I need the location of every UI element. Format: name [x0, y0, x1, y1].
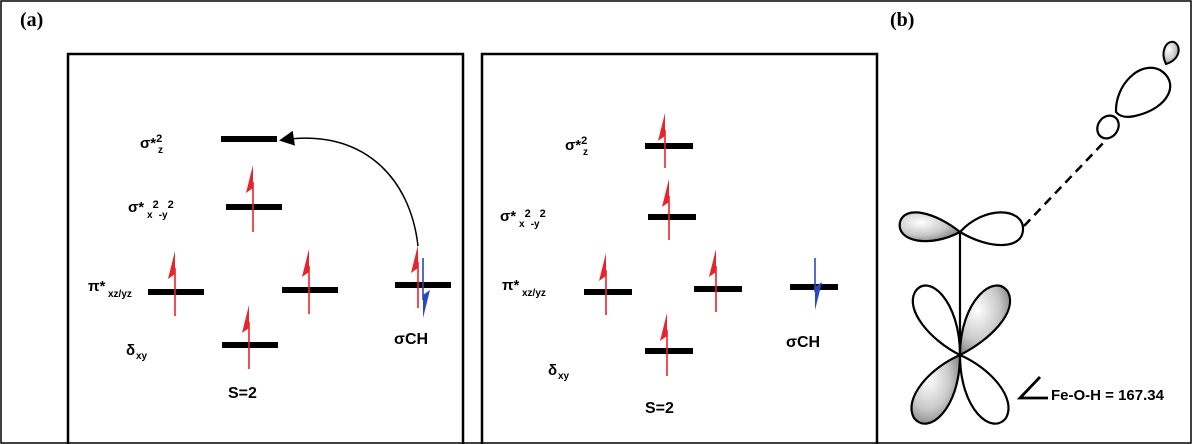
level-sigma-x2y2 — [226, 204, 282, 210]
spin-state-label: S=2 — [645, 400, 674, 417]
spin-up-electron — [302, 249, 310, 314]
level-delta-xy — [222, 342, 278, 348]
label-sigma-x2y2: σ* — [128, 199, 144, 216]
label-sigma-z2: σ*2 — [140, 133, 162, 152]
sigma-ch-orbital-lobe — [1114, 66, 1172, 119]
angle-label: Fe-O-H = 167.34 — [1051, 387, 1165, 404]
level-delta-xy — [645, 348, 693, 354]
d-orbital-lobe — [910, 353, 962, 425]
label-sigma-x2y2-sub: x2-y2 — [147, 199, 174, 221]
label-delta-xy-sub: xy — [558, 371, 570, 382]
label-pi-xz-yz: π* — [502, 277, 519, 294]
label-sigma-x2y2-sub: x2-y2 — [519, 208, 546, 230]
d-orbital-lobe — [911, 284, 962, 357]
spin-up-electron — [709, 249, 717, 312]
electron-transfer-arrow — [279, 130, 419, 247]
level-pi-2 — [282, 287, 338, 293]
label-delta-xy-sub: xy — [136, 351, 148, 362]
label-delta-xy: δ — [548, 362, 557, 379]
label-pi-xz-yz-sub: xz/yz — [108, 289, 132, 300]
left-energy-diagram: σ*2 z σ* x2-y2 π* xz/yz δ xy σCH S=2 — [66, 52, 465, 444]
label-pi-xz-yz-sub: xz/yz — [522, 288, 546, 299]
label-sigma-ch: σCH — [394, 331, 428, 348]
level-sigma-z2 — [645, 143, 693, 149]
label-pi-xz-yz: π* — [88, 278, 105, 295]
d-orbital-lobe — [958, 284, 1011, 357]
level-pi-1 — [584, 289, 632, 295]
small-orbital-node — [1096, 114, 1120, 140]
spin-up-electron — [662, 179, 670, 240]
level-pi-2 — [694, 286, 742, 292]
level-sigma-ch — [790, 284, 838, 290]
dashed-interaction-line — [1023, 139, 1107, 227]
d-orbital-lobe — [958, 353, 1010, 425]
small-shaded-lobe — [1162, 40, 1180, 66]
panel-label-a: (a) — [20, 9, 43, 31]
label-sigma-x2y2: σ* — [500, 208, 516, 225]
spin-up-electron — [242, 305, 250, 369]
level-sigma-z2 — [221, 136, 277, 142]
level-pi-1 — [148, 289, 204, 295]
spin-up-electron — [168, 251, 176, 316]
orbital-overlap-sketch: Fe-O-H = 167.34 — [898, 40, 1180, 425]
angle-icon — [1016, 376, 1048, 400]
left-box-frame — [66, 52, 465, 444]
label-sigma-z2-sub: z — [158, 145, 163, 156]
spin-up-electron — [658, 113, 666, 168]
spin-up-electron — [411, 245, 419, 308]
label-sigma-z2: σ*2 — [565, 135, 587, 154]
spin-up-electron — [660, 313, 668, 376]
orbital-lobe-shaded — [898, 211, 962, 243]
right-box-frame — [480, 52, 879, 444]
label-sigma-ch: σCH — [786, 334, 820, 351]
spin-down-electron — [422, 258, 430, 318]
spin-up-electron — [246, 165, 254, 232]
spin-down-electron — [814, 258, 822, 310]
spin-up-electron — [599, 253, 607, 315]
panel-label-b: (b) — [890, 9, 914, 31]
right-energy-diagram: σ*2 z σ* x2-y2 π* xz/yz δ xy σCH S=2 — [480, 52, 879, 444]
level-sigma-x2y2 — [648, 214, 696, 220]
label-sigma-z2-sub: z — [583, 147, 588, 158]
orbital-lobe-open — [958, 211, 1025, 247]
spin-state-label: S=2 — [228, 385, 257, 402]
label-delta-xy: δ — [126, 342, 135, 359]
